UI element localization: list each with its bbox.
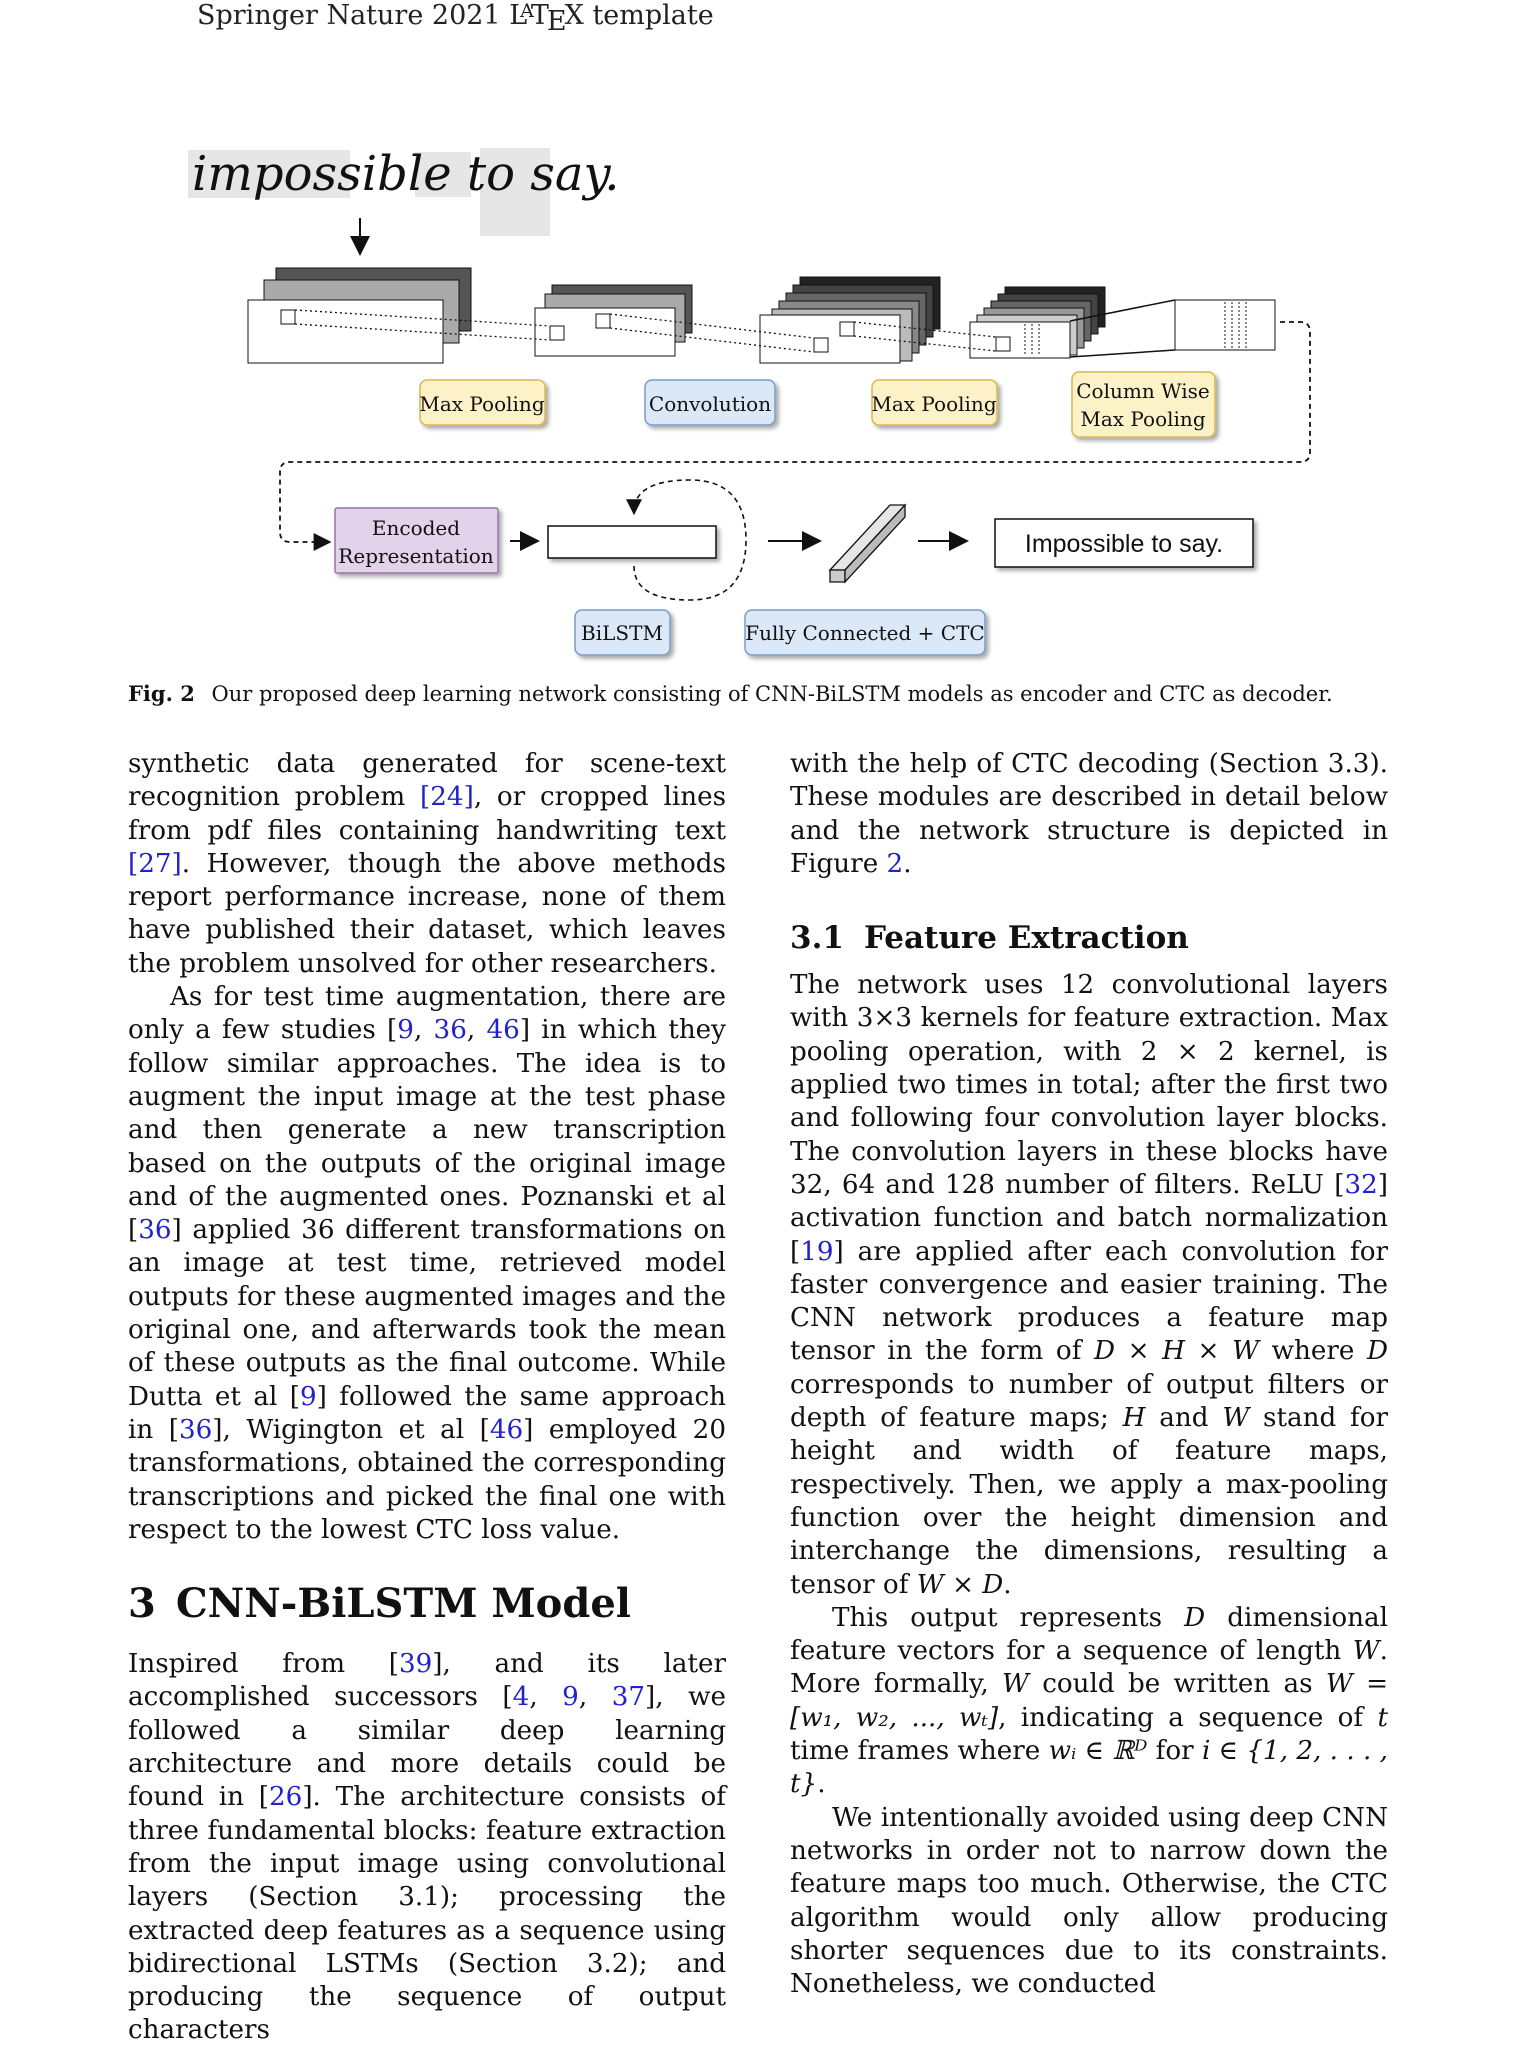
feature-map-stack-1 xyxy=(247,267,472,364)
citation-link[interactable]: [24] xyxy=(420,782,474,813)
label-column-wise xyxy=(1071,371,1216,438)
right-paragraph-3: This output represents D dimensional fea… xyxy=(790,1602,1389,1800)
fully-connected-bar xyxy=(828,503,907,584)
left-column: synthetic data generated for scene-text … xyxy=(128,748,726,2048)
left-paragraph-1: synthetic data generated for scene-text … xyxy=(128,749,727,979)
right-column: with the help of CTC decoding (Section 3… xyxy=(790,748,1388,2001)
label-encoded-line1: Encoded xyxy=(372,516,460,540)
output-box xyxy=(994,518,1254,568)
label-encoded-line2: Representation xyxy=(338,544,494,568)
label-column-wise-line2: Max Pooling xyxy=(1080,407,1205,431)
citation-link[interactable]: 9 xyxy=(562,1682,579,1713)
latex-logo: LATEX xyxy=(509,0,584,37)
figure-link[interactable]: 2 xyxy=(886,848,904,879)
column-wise-output xyxy=(1069,299,1276,358)
label-max-pooling-2-text: Max Pooling xyxy=(871,392,996,416)
label-max-pooling-2 xyxy=(871,379,998,426)
citation-link[interactable]: [27] xyxy=(128,848,182,879)
label-bilstm xyxy=(574,609,671,656)
citation-link[interactable]: 4 xyxy=(512,1682,530,1713)
citation-link[interactable]: 9 xyxy=(397,1015,414,1046)
citation-link[interactable]: 32 xyxy=(1344,1169,1378,1200)
feature-map-stack-3 xyxy=(759,276,941,364)
label-encoded-representation xyxy=(334,507,499,574)
bilstm-loop xyxy=(626,479,747,601)
label-max-pooling-1 xyxy=(419,379,546,426)
header-template-prefix: Springer Nature 2021 xyxy=(197,0,501,31)
handwriting-image: impossible to say. xyxy=(188,146,620,236)
left-paragraph-3: Inspired from [39], and its later accomp… xyxy=(128,1649,727,2046)
bilstm-block xyxy=(547,525,717,559)
right-paragraph-2: The network uses 12 convolutional layers… xyxy=(790,970,1388,1600)
running-header: Springer Nature 2021 LATEX template xyxy=(197,0,714,37)
label-convolution-text: Convolution xyxy=(649,392,771,416)
citation-link[interactable]: 46 xyxy=(489,1414,524,1445)
caption-label: Fig. 2 xyxy=(128,681,195,706)
citation-link[interactable]: 46 xyxy=(486,1015,520,1046)
right-paragraph-1: with the help of CTC decoding (Section 3… xyxy=(790,749,1388,879)
citation-link[interactable]: 36 xyxy=(433,1015,467,1046)
network-diagram: impossible to say. xyxy=(188,146,1311,656)
handwriting-text: impossible to say. xyxy=(192,146,620,202)
citation-link[interactable]: 9 xyxy=(299,1381,317,1412)
right-paragraph-4: We intentionally avoided using deep CNN … xyxy=(790,1802,1388,2000)
label-fc-ctc xyxy=(744,609,986,656)
label-bilstm-text: BiLSTM xyxy=(581,621,663,645)
output-text: Impossible to say. xyxy=(1025,530,1223,558)
receptive-field-lines xyxy=(294,309,997,353)
feature-map-stack-4 xyxy=(969,286,1106,359)
label-convolution xyxy=(644,379,776,426)
citation-link[interactable]: 26 xyxy=(269,1782,303,1813)
figure-caption: Fig. 2 Our proposed deep learning networ… xyxy=(128,681,1408,706)
header-template-suffix: template xyxy=(592,0,714,31)
dashed-connector xyxy=(279,321,1311,551)
label-max-pooling-1-text: Max Pooling xyxy=(419,392,544,416)
caption-text: Our proposed deep learning network consi… xyxy=(211,682,1333,706)
citation-link[interactable]: 36 xyxy=(138,1215,172,1246)
citation-link[interactable]: 36 xyxy=(178,1414,213,1445)
citation-link[interactable]: 37 xyxy=(611,1682,646,1713)
left-paragraph-2: As for test time augmentation, there are… xyxy=(128,982,726,1545)
label-column-wise-line1: Column Wise xyxy=(1076,379,1210,403)
citation-link[interactable]: 39 xyxy=(398,1649,433,1680)
feature-map-stack-2 xyxy=(534,284,693,357)
citation-link[interactable]: 19 xyxy=(800,1236,834,1267)
label-fc-ctc-text: Fully Connected + CTC xyxy=(745,621,984,645)
